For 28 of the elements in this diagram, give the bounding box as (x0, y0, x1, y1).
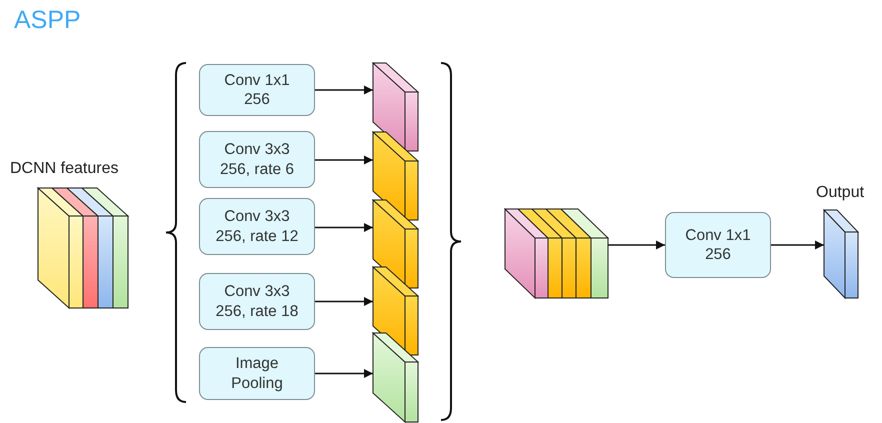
arrow (315, 297, 373, 306)
box-text: Conv 3x3 (224, 282, 290, 302)
process-box (199, 64, 315, 116)
title: ASPP (14, 6, 81, 35)
process-box (665, 212, 771, 278)
arrow (315, 156, 373, 164)
box-text: 256 (244, 90, 270, 110)
process-box (199, 347, 315, 400)
box-text: 256 (705, 245, 731, 264)
box-text: 256, rate 18 (216, 302, 298, 321)
box-text: Conv 1x1 (224, 70, 290, 90)
box-text: Image (235, 354, 279, 374)
arrow (315, 86, 373, 94)
arrow (315, 369, 373, 378)
feature-label: DCNN features (10, 160, 118, 178)
box-text: 256, rate 12 (216, 226, 298, 246)
feature-label: Output (816, 184, 864, 202)
arrow (771, 240, 824, 250)
box-text: Conv 3x3 (224, 140, 290, 160)
box-text: Conv 1x1 (685, 226, 751, 245)
arrow (315, 223, 373, 232)
arrow (608, 240, 665, 250)
box-text: Conv 3x3 (224, 207, 290, 226)
process-box (199, 273, 315, 330)
process-box (199, 131, 315, 188)
box-text: Pooling (231, 374, 283, 393)
box-text: 256, rate 6 (220, 160, 294, 179)
process-box (199, 198, 315, 255)
